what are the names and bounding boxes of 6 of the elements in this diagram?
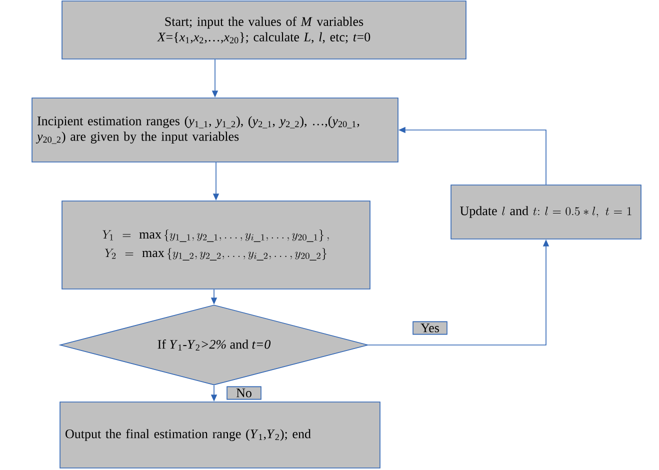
edge-label: Yes <box>412 321 448 335</box>
process-box: Start; input the values of M variables X={x$_{1}$,x$_{2}$,…,x$_{20}$}; calculate L, l, etc; t=0 <box>62 0 466 60</box>
process-box: Incipient estimation ranges (y$_{1_1}$, y$_{1_2}$), (y$_{2_1}$, y$_{2_2}$), …,(y$_{20_1}$, y$_{20_2}$) are given by the input variables <box>32 98 398 162</box>
process-box: $Y_1=\max\left\{y_{1\_1},y_{2\_1},\dots,y_{i\_1},\dots,y_{20\_1}\right\},$ $Y_2=\max\left\{y_{1\_2},y_{2\_2},\dots,y_{i\_2},\dots,y_{20\_2}\right\}$ <box>62 200 370 290</box>
process-box: $\mathrm{Update}\ l\ \mathrm{and}\ t\mathrm{:}\ l=0.5*l,\ t=1$ <box>450 184 642 240</box>
edge-label: No <box>226 386 262 400</box>
